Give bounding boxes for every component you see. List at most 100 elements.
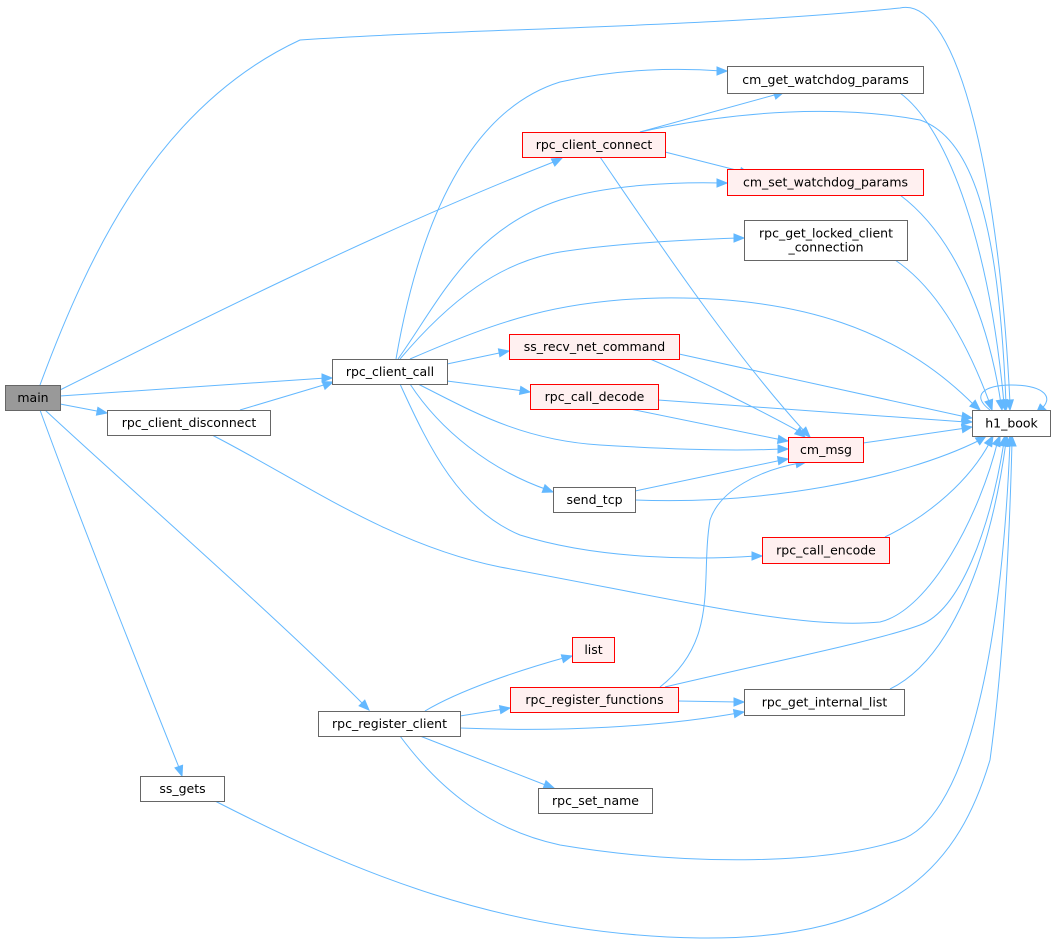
edge-line — [409, 383, 549, 491]
edge-line — [39, 6, 1011, 405]
node-box — [522, 132, 666, 158]
node-rpc-client-disconnect[interactable]: rpc_client_disconnect — [107, 410, 271, 436]
node-box — [318, 711, 461, 737]
node-ss-recv-net-command[interactable]: ss_recv_net_command — [509, 334, 680, 360]
edge-rpc-register-client-to-rpc-set-name — [419, 735, 556, 789]
edge-arrowhead — [960, 424, 974, 434]
edge-send-tcp-to-cm-msg — [634, 456, 790, 492]
edge-arrowhead — [776, 456, 790, 466]
node-rpc-client-call[interactable]: rpc_client_call — [332, 359, 448, 385]
edge-arrowhead — [541, 483, 555, 493]
node-label: rpc_get_internal_list — [762, 695, 888, 710]
edge-line — [649, 358, 801, 433]
node-box — [762, 537, 890, 564]
edge-rpc-client-call-to-rpc-get-locked-client-connection — [399, 233, 746, 360]
edge-line — [657, 399, 967, 423]
edge-arrowhead — [716, 178, 729, 188]
edge-line — [239, 383, 328, 411]
node-rpc-get-internal-list[interactable]: rpc_get_internal_list — [744, 689, 905, 716]
node-rpc-get-locked-client-connection[interactable]: rpc_get_locked_client_connection — [744, 220, 908, 261]
edge-arrowhead — [518, 385, 532, 395]
node-box — [744, 220, 908, 261]
node-layer: main rpc_client_call rpc_client_disconnect… — [5, 66, 1051, 814]
node-h1-book[interactable]: h1_book — [972, 410, 1051, 437]
edge-ss-recv-net-command-to-cm-msg — [649, 358, 807, 438]
edge-rpc-client-disconnect-to-h1-book — [211, 434, 1001, 624]
edge-rpc-register-functions-to-rpc-get-internal-list — [677, 697, 746, 707]
edge-arrowhead — [1007, 434, 1017, 447]
edge-arrowhead — [799, 426, 811, 438]
edge-rpc-client-call-to-cm-msg — [417, 383, 790, 454]
node-box — [140, 776, 225, 802]
edge-rpc-client-call-to-cm-set-watchdog-params — [397, 178, 729, 360]
node-list[interactable]: list — [572, 637, 615, 663]
node-cm-msg[interactable]: cm_msg — [788, 437, 864, 463]
node-box — [727, 66, 924, 94]
edge-ss-recv-net-command-to-h1-book — [678, 353, 974, 421]
node-cm-get-watchdog-params[interactable]: cm_get_watchdog_params — [727, 66, 924, 94]
edge-line — [211, 434, 999, 624]
edge-line — [39, 409, 181, 771]
edge-rpc-client-call-to-rpc-call-encode — [399, 383, 764, 561]
node-label: cm_set_watchdog_params — [743, 175, 908, 190]
edge-arrowhead — [991, 434, 1001, 448]
node-label: ss_recv_net_command — [524, 339, 666, 354]
node-box — [553, 487, 636, 513]
edge-line — [599, 156, 806, 433]
edge-rpc-register-client-to-rpc-get-internal-list — [459, 709, 746, 730]
edge-main-to-rpc-client-connect — [59, 157, 564, 391]
node-rpc-client-connect[interactable]: rpc_client_connect — [522, 132, 666, 158]
edge-arrowhead — [497, 348, 511, 358]
edge-line — [634, 439, 981, 502]
edge-arrowhead — [716, 66, 729, 76]
edge-rpc-register-client-to-list — [424, 654, 574, 712]
edge-arrowhead — [984, 398, 994, 412]
node-cm-set-watchdog-params[interactable]: cm_set_watchdog_params — [727, 169, 924, 196]
edge-line — [980, 384, 1048, 411]
node-rpc-call-encode[interactable]: rpc_call_encode — [762, 537, 890, 564]
node-label: send_tcp — [566, 492, 622, 507]
edge-arrowhead — [560, 654, 574, 664]
edge-arrowhead — [793, 426, 807, 438]
node-box — [509, 334, 680, 360]
node-send-tcp[interactable]: send_tcp — [553, 487, 636, 513]
edge-rpc-client-call-to-h1-book — [409, 297, 982, 411]
node-ss-gets[interactable]: ss_gets — [140, 776, 225, 802]
edge-arrowhead — [961, 416, 974, 426]
node-label: main — [17, 390, 48, 405]
node-label: _connection — [787, 240, 863, 255]
node-rpc-set-name[interactable]: rpc_set_name — [538, 788, 653, 814]
node-main[interactable]: main — [5, 385, 61, 411]
node-label: rpc_register_client — [332, 716, 447, 731]
edge-rpc-register-client-to-rpc-register-functions — [459, 705, 512, 717]
node-box — [744, 689, 905, 716]
edge-ss-gets-to-h1-book — [214, 434, 1017, 939]
edge-rpc-get-locked-client-connection-to-h1-book — [894, 259, 994, 412]
node-box — [972, 410, 1051, 437]
edge-line — [44, 409, 366, 707]
edge-line — [399, 441, 1011, 861]
edge-line — [446, 380, 525, 392]
node-rpc-register-functions[interactable]: rpc_register_functions — [510, 687, 679, 713]
node-rpc-call-decode[interactable]: rpc_call_decode — [530, 384, 659, 410]
node-label: ss_gets — [159, 781, 205, 796]
edge-line — [409, 297, 976, 407]
edge-arrowhead — [550, 157, 564, 167]
edge-rpc-client-call-to-ss-recv-net-command — [446, 348, 511, 365]
edge-rpc-client-call-to-rpc-call-decode — [446, 380, 532, 395]
edge-arrowhead — [777, 444, 790, 454]
node-rpc-register-client[interactable]: rpc_register_client — [318, 711, 461, 737]
node-label: rpc_client_disconnect — [122, 415, 257, 430]
edge-arrowhead — [732, 709, 746, 719]
edge-arrowhead — [751, 551, 764, 561]
edge-line — [629, 408, 783, 441]
edge-arrowhead — [995, 398, 1005, 412]
edge-rpc-get-internal-list-to-h1-book — [889, 434, 1010, 690]
edge-line — [899, 194, 1002, 405]
node-box — [107, 410, 271, 436]
edge-arrowhead — [733, 697, 746, 707]
edge-line — [59, 377, 327, 397]
edge-line — [417, 383, 783, 451]
edge-line — [424, 656, 568, 712]
